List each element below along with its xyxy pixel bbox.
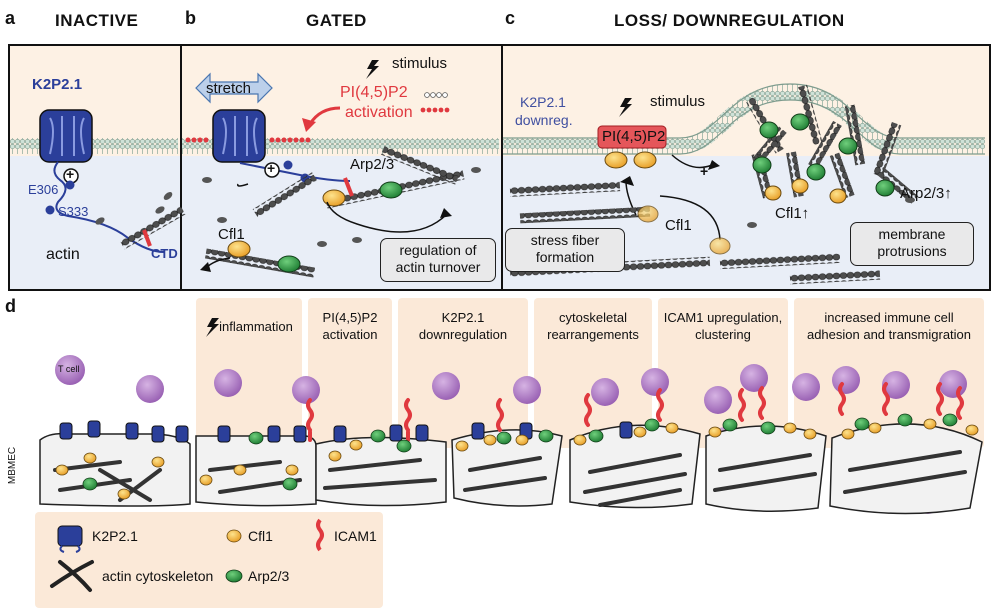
legend-arp-icon: [225, 569, 243, 583]
k2p-channel-a: [39, 109, 93, 163]
arp-label-b: Arp2/3: [350, 156, 395, 173]
legend-icam-label: ICAM1: [334, 528, 377, 544]
arp-up-label: Arp2/3↑: [900, 185, 952, 202]
stage-bg-3: [398, 298, 528, 448]
stage-4-line1: cytoskeletal: [559, 310, 627, 325]
panel-a-title: INACTIVE: [55, 11, 139, 30]
plus-c: +: [700, 163, 709, 179]
stage-6-label: increased immune cell adhesion and trans…: [794, 309, 984, 343]
stage-2-line2: activation: [322, 327, 378, 342]
membrane-c: [503, 83, 985, 154]
pip2-label-c: PI(4,5)P2: [602, 128, 666, 145]
stage-5-line2: clustering: [695, 327, 751, 342]
plus-b: +: [267, 160, 276, 176]
ctd-label: CTD: [151, 246, 178, 261]
t-cell-label: T cell: [58, 364, 80, 374]
arp-d: [82, 413, 958, 491]
legend-box: [35, 512, 383, 608]
stage-6-line1: increased immune cell: [824, 310, 954, 325]
stage-bg-4: [534, 298, 652, 448]
legend-channel-label: K2P2.1: [92, 528, 138, 544]
t-cell-label-circle: [55, 355, 85, 385]
actin-label-a: actin: [46, 246, 80, 263]
membrane-line2: protrusions: [877, 243, 947, 259]
channel-label-a: K2P2.1: [32, 76, 83, 93]
stress-fiber-box: stress fiber formation: [505, 228, 625, 272]
panel-b-title: GATED: [306, 11, 367, 30]
panel-d-letter: d: [5, 296, 16, 316]
mbmec-label: MBMEC: [7, 446, 19, 485]
e306-label: E306: [28, 182, 59, 197]
regulation-line2: actin turnover: [395, 259, 481, 275]
regulation-line1: regulation of: [399, 242, 477, 258]
legend-actin-icon: [50, 560, 94, 592]
stage-3-line1: K2P2.1: [441, 310, 485, 325]
stimulus-label-b: stimulus: [392, 55, 448, 72]
channel-label-c: K2P2.1: [520, 94, 566, 110]
legend-channel-icon: [57, 525, 83, 553]
cfl-label-b: Cfl1: [218, 226, 245, 243]
lightning-icon-d: [206, 318, 219, 337]
panel-c-title: LOSS/ DOWNREGULATION: [614, 11, 845, 30]
legend-arp-label: Arp2/3: [248, 568, 290, 584]
stage-bg-2: [308, 298, 392, 448]
pip2-cluster-c: [597, 125, 667, 149]
stimulus-label-c: stimulus: [650, 93, 706, 110]
stress-line1: stress fiber: [530, 232, 600, 248]
membrane-line1: membrane: [878, 226, 946, 242]
cfl-label-c: Cfl1: [665, 217, 692, 234]
regulation-box: regulation of actin turnover: [380, 238, 496, 282]
stage-5-label: ICAM1 upregulation, clustering: [658, 309, 788, 343]
legend-cfl-label: Cfl1: [248, 528, 273, 544]
stage-3-label: K2P2.1 downregulation: [398, 309, 528, 343]
stage-5-line1: ICAM1 upregulation,: [663, 310, 783, 325]
downreg-label-c: downreg.: [515, 112, 573, 128]
panel-c-letter: c: [505, 8, 516, 28]
legend-actin-label: actin cytoskeleton: [102, 568, 214, 584]
pip2-micelle-b: [420, 92, 450, 113]
lightning-icon-b: [366, 60, 379, 79]
plus-a: +: [66, 166, 75, 182]
membrane-protrusions-box: membrane protrusions: [850, 222, 974, 266]
stage-1-label: inflammation: [196, 318, 302, 335]
panel-b-letter: b: [185, 8, 196, 28]
icam1-d: [306, 382, 964, 442]
stretch-arrow: [195, 72, 273, 104]
k2p-channels-d: [59, 420, 633, 443]
panel-a-letter: a: [5, 8, 16, 28]
legend-icam-icon: [316, 518, 324, 552]
membrane-a: [10, 138, 178, 154]
cofilin-d: [55, 418, 979, 500]
cfl-up-label: Cfl1↑: [775, 205, 810, 222]
legend-cfl-icon: [226, 529, 242, 543]
pip2-lipids-b: [185, 137, 311, 143]
s333-label: S333: [58, 204, 89, 219]
lightning-icon-c: [619, 98, 632, 117]
pip2-label-b: PI(4,5)P2: [340, 84, 408, 101]
stretch-label: stretch: [206, 80, 252, 97]
stage-4-label: cytoskeletal rearrangements: [534, 309, 652, 343]
stage-6-line2: adhesion and transmigration: [806, 327, 972, 342]
stage-2-line1: PI(4,5)P2: [322, 310, 378, 325]
stress-line2: formation: [535, 249, 595, 265]
k2p-channel-b: [212, 109, 266, 163]
stage-2-label: PI(4,5)P2 activation: [308, 309, 392, 343]
stage-1-line1: inflammation: [219, 319, 293, 334]
stage-4-line2: rearrangements: [547, 327, 639, 342]
stage-3-line2: downregulation: [418, 327, 508, 342]
activation-label-b: activation: [345, 104, 413, 121]
branched-actin-network: [745, 84, 918, 231]
